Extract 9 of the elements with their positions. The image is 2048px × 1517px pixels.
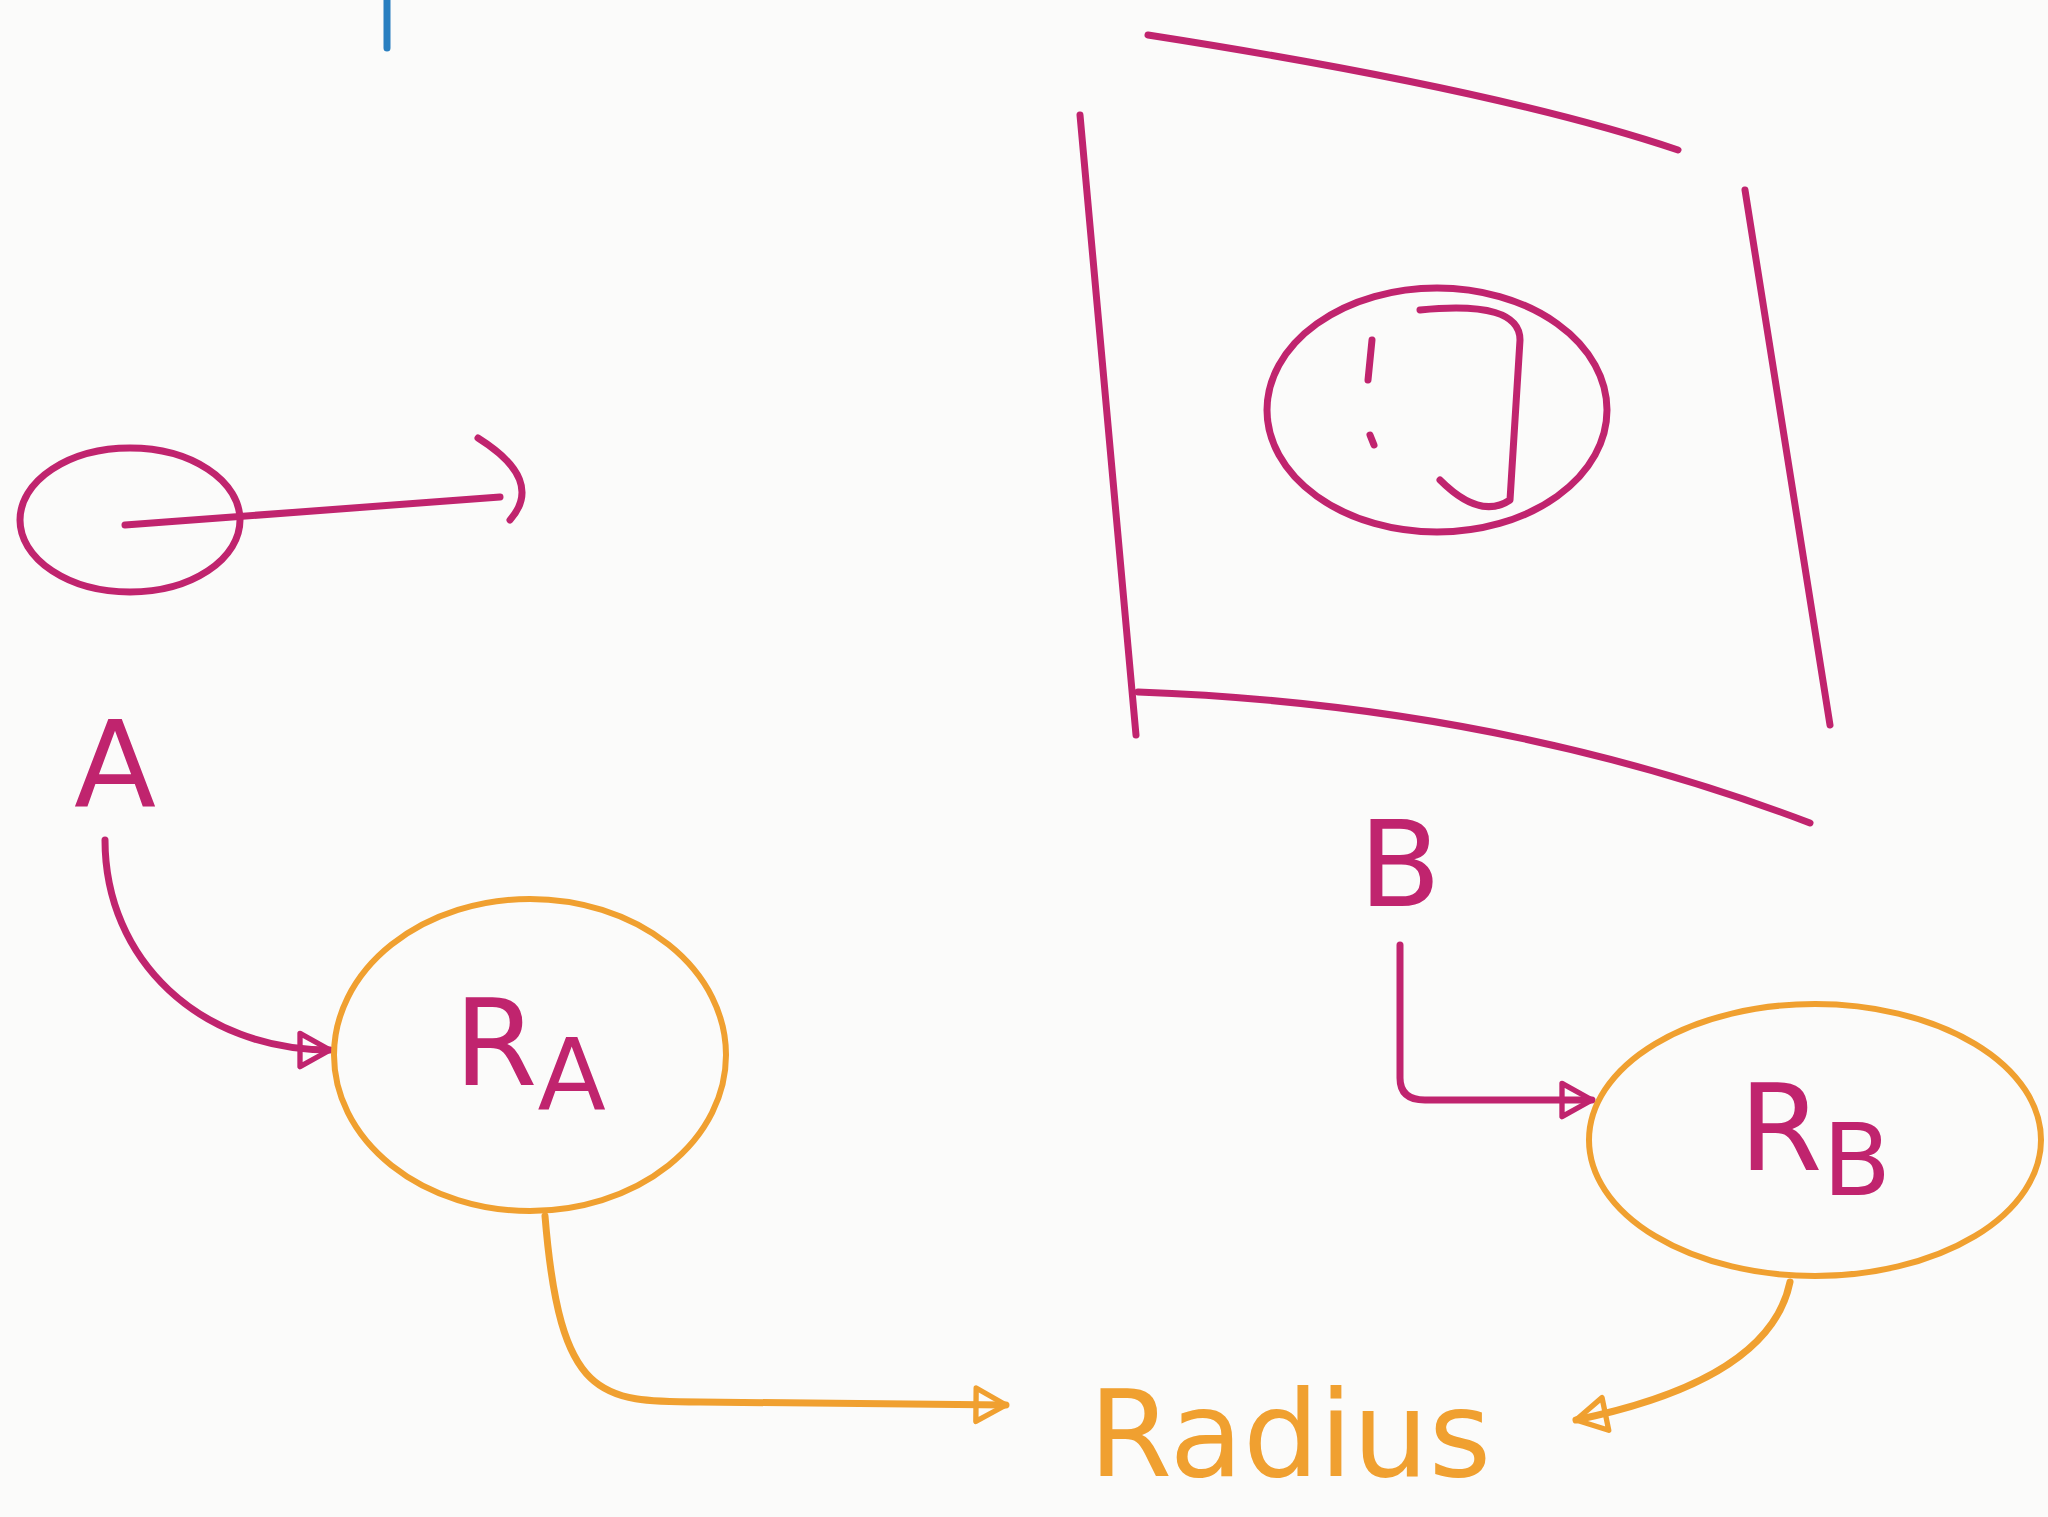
- arrow: [1396, 941, 1596, 1120]
- arrow: [541, 1212, 1010, 1425]
- node-label: A: [50, 700, 180, 830]
- node-label: B: [1350, 790, 1450, 940]
- arrow: [101, 836, 334, 1068]
- node-label: Radius: [1010, 1360, 1570, 1510]
- circle-node: R$_{A}$: [330, 895, 730, 1215]
- arrow: [1572, 1278, 1794, 1433]
- circle-node: R$_{B}$: [1585, 1000, 2045, 1280]
